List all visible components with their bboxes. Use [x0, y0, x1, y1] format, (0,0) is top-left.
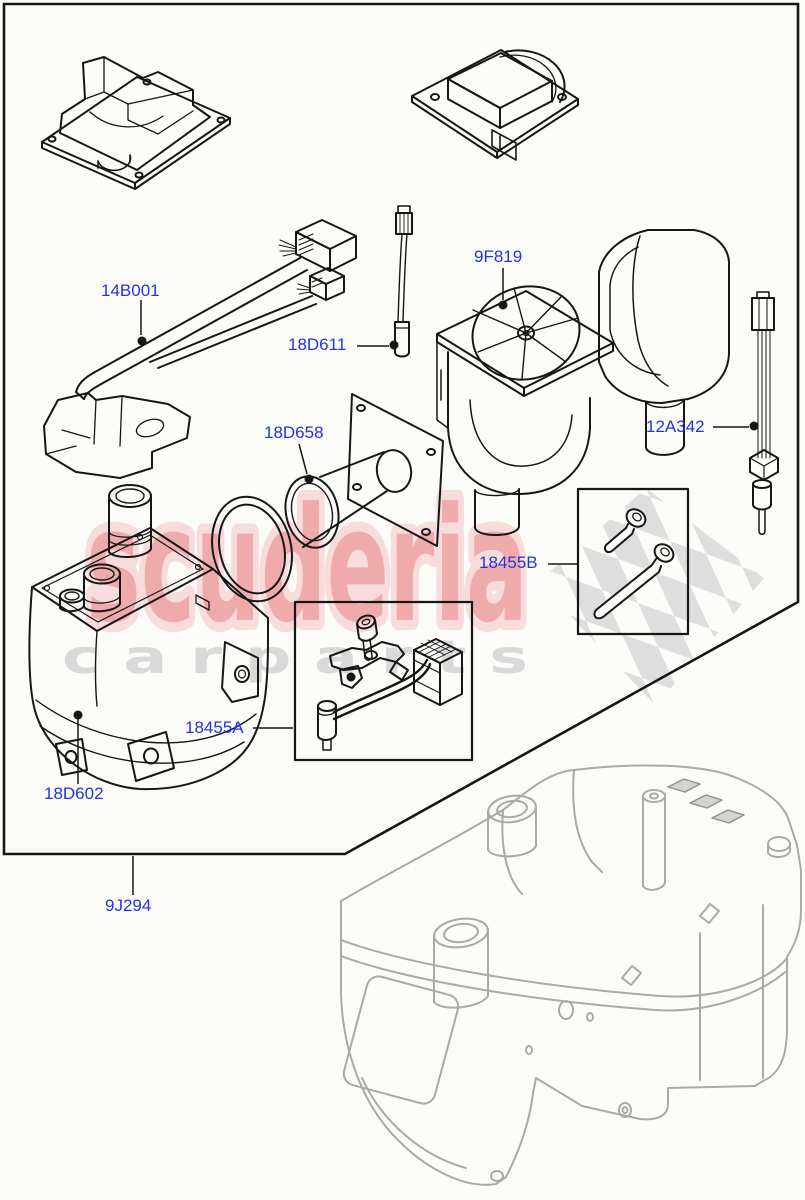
combustion-tube-part — [211, 393, 444, 603]
heater-body-part — [28, 484, 269, 791]
part-label-18D602[interactable]: 18D602 — [44, 784, 104, 803]
watermark-brand-text: scuderia — [86, 474, 528, 658]
leader-lines — [73, 268, 759, 895]
heater-cover-part — [41, 56, 231, 190]
part-label-9J294[interactable]: 9J294 — [105, 896, 152, 915]
glow-plug-lead-part — [749, 291, 779, 535]
temperature-sensor-part — [394, 205, 413, 358]
blower-motor-part — [436, 285, 614, 536]
bolt-kit-box — [576, 487, 690, 636]
part-label-18D611[interactable]: 18D611 — [288, 335, 347, 354]
diagram-border — [2, 2, 800, 856]
control-module-part — [411, 49, 579, 161]
part-label-9F819[interactable]: 9F819 — [474, 247, 523, 266]
part-label-12A342[interactable]: 12A342 — [646, 417, 705, 436]
checkered-flag-watermark — [538, 488, 764, 706]
intake-cowl-part — [598, 229, 730, 456]
wiring-harness-part — [43, 219, 357, 479]
part-label-14B001[interactable]: 14B001 — [101, 281, 160, 300]
reference-assembly-drawing — [340, 764, 802, 1186]
part-label-18D658[interactable]: 18D658 — [264, 423, 324, 442]
part-label-18455A[interactable]: 18455A — [185, 718, 244, 737]
glow-plug-kit-box — [293, 600, 474, 762]
part-label-18455B[interactable]: 18455B — [479, 553, 538, 572]
watermark: scuderia c a r p a r t s — [62, 464, 764, 706]
